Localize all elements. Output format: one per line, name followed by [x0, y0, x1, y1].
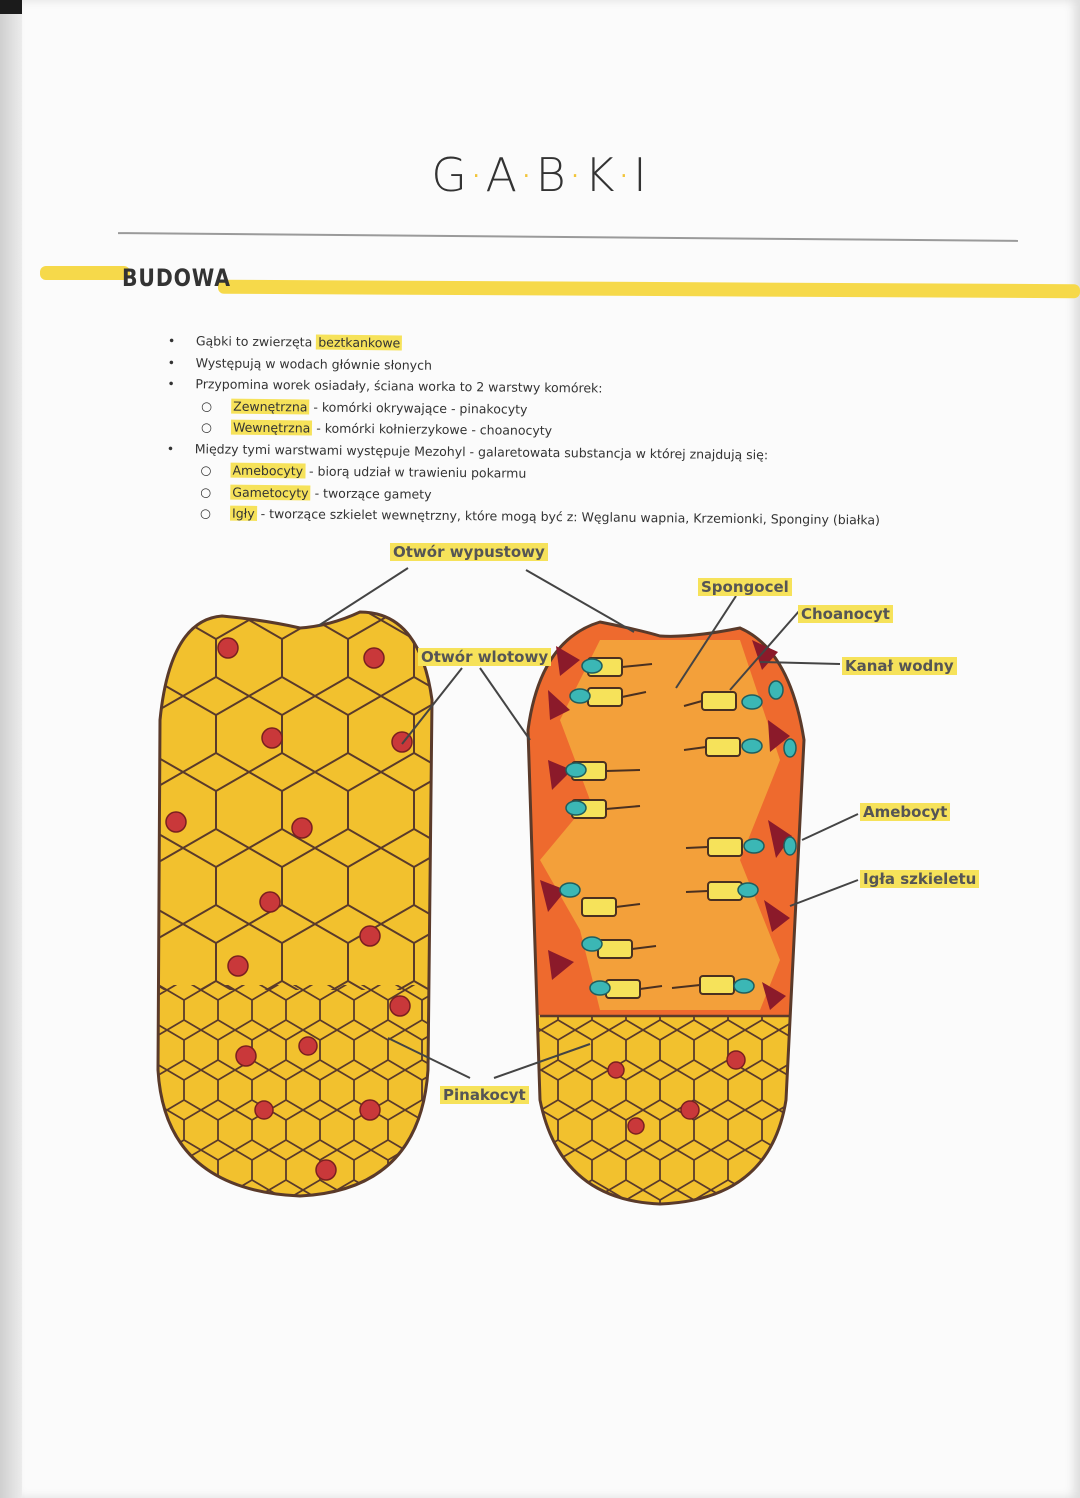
- label-kanal-wodny: Kanał wodny: [842, 657, 957, 675]
- sponge-cross-section: [526, 620, 806, 1206]
- page-edge: [0, 0, 22, 1498]
- label-choanocyt: Choanocyt: [798, 605, 893, 623]
- sponge-exterior: [156, 610, 434, 1198]
- label-pinakocyt: Pinakocyt: [440, 1086, 529, 1104]
- title-letter: K: [584, 148, 617, 202]
- label-pointers: [317, 567, 859, 1079]
- label-amebocyt: Amebocyt: [860, 803, 951, 821]
- label-otwor-wypustowy: Otwór wypustowy: [390, 543, 548, 561]
- title-letter: A: [485, 148, 519, 202]
- page-title: G·A·B·K·I: [431, 148, 649, 202]
- title-letter: G: [431, 148, 469, 202]
- section-heading: BUDOWA: [122, 264, 231, 292]
- label-spongocel: Spongocel: [698, 578, 792, 596]
- label-igla-szkieletu: Igła szkieletu: [860, 870, 980, 888]
- label-otwor-wlotowy: Otwór wlotowy: [418, 648, 552, 666]
- title-letter: I: [633, 148, 649, 202]
- section-highlight: [40, 266, 130, 280]
- title-letter: B: [535, 148, 568, 202]
